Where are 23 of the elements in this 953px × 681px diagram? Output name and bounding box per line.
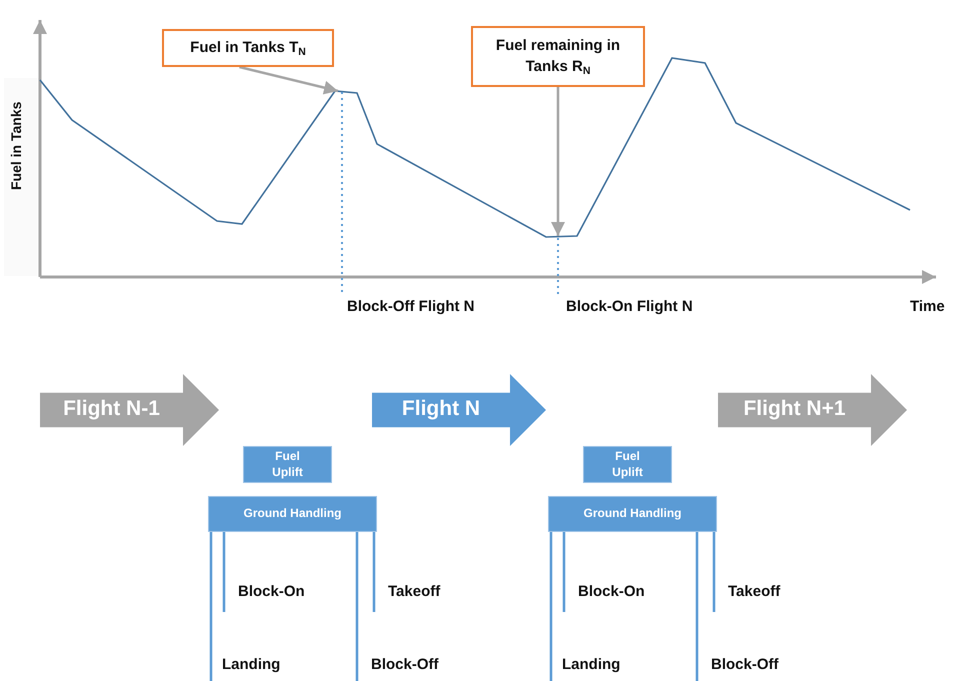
event-label: Takeoff — [728, 583, 780, 600]
callout-box: Fuel remaining in Tanks R$_{N}$ — [471, 26, 645, 87]
flight-label: Flight N+1 — [742, 397, 847, 421]
process-box: Ground Handling — [548, 496, 717, 532]
event-label: Landing — [222, 656, 280, 673]
axis-title: Time — [910, 298, 945, 315]
event-label: Landing — [562, 656, 620, 673]
leader-arrow — [239, 66, 338, 94]
event-label: Block-On — [578, 583, 645, 600]
event-label: Takeoff — [388, 583, 440, 600]
leader-arrow — [551, 87, 565, 236]
process-box: Ground Handling — [208, 496, 377, 532]
callout-box: Fuel in Tanks T$_{N}$ — [162, 29, 334, 67]
event-label: Block-Off — [711, 656, 778, 673]
process-box: Fuel Uplift — [583, 446, 672, 483]
event-label: Block-On — [238, 583, 305, 600]
flight-label: Flight N-1 — [62, 397, 161, 421]
axis-marker-label: Block-Off Flight N — [347, 298, 474, 315]
axis-marker-label: Block-On Flight N — [566, 298, 693, 315]
flight-label: Flight N — [400, 397, 482, 421]
event-label: Block-Off — [371, 656, 438, 673]
axis-title: Fuel in Tanks — [8, 102, 24, 190]
process-box: Fuel Uplift — [243, 446, 332, 483]
